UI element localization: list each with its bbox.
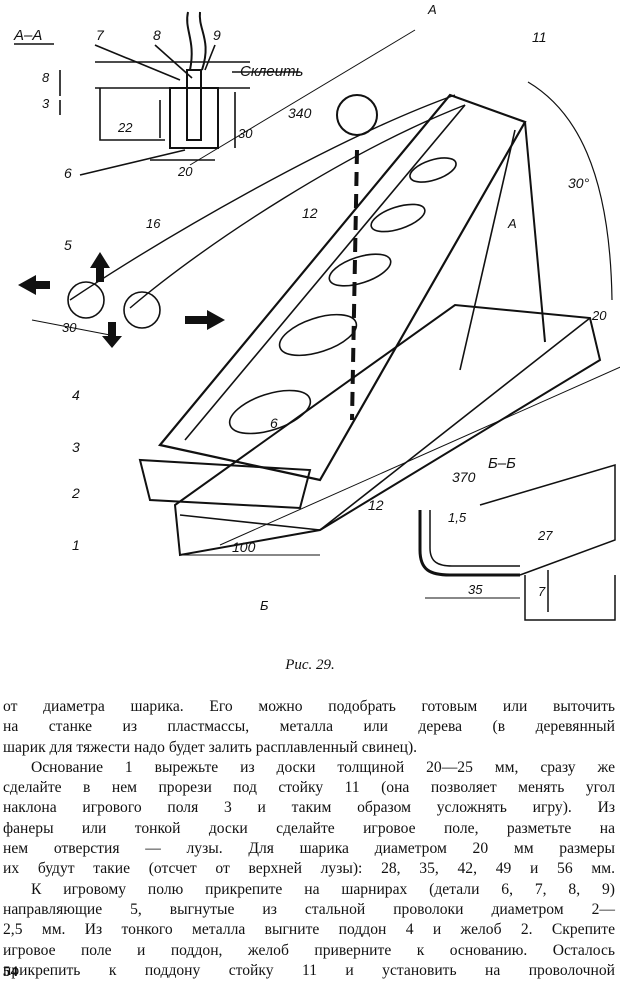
page-number: 54 bbox=[3, 964, 18, 980]
section-aa-inset bbox=[14, 11, 300, 176]
text-line: Основание 1 вырежьте из доски толщиной 2… bbox=[31, 758, 615, 776]
dim-370: 370 bbox=[452, 469, 476, 485]
text-line: нем отверстия — лузы. Для шарика диаметр… bbox=[3, 840, 615, 858]
figure-labels: А–А Б–Б А А Б Склеить 1 2 3 4 5 6 7 8 9 … bbox=[13, 2, 607, 613]
dim-3: 3 bbox=[42, 96, 50, 111]
dim-16: 16 bbox=[146, 216, 161, 231]
label-glue: Склеить bbox=[240, 63, 304, 80]
text-line: прикрепить к поддону стойку 11 и установ… bbox=[3, 961, 615, 979]
text-line: направляющие 5, выгнутые из стальной про… bbox=[3, 900, 615, 918]
label-section-aa: А–А bbox=[13, 27, 42, 44]
part-5: 5 bbox=[64, 237, 72, 253]
text-line: К игровому полю прикрепите на шарнирах (… bbox=[31, 880, 615, 898]
figure-caption: Рис. 29. bbox=[285, 657, 335, 673]
dim-30-degrees: 30° bbox=[568, 175, 590, 191]
dim-8: 8 bbox=[42, 70, 50, 85]
part-8: 8 bbox=[153, 27, 161, 43]
part-12-lower: 12 bbox=[368, 497, 384, 513]
dim-30: 30 bbox=[62, 320, 77, 335]
text-line: шарик для тяжести надо будет залить расп… bbox=[3, 738, 418, 756]
part-4: 4 bbox=[72, 387, 80, 403]
main-assembly bbox=[31, 29, 620, 557]
part-7: 7 bbox=[96, 27, 105, 43]
label-mark-b-bottom: Б bbox=[260, 598, 269, 613]
text-line: игровое поле и поддон, желоб приверните … bbox=[3, 941, 615, 959]
dim-27: 27 bbox=[537, 528, 553, 543]
text-line: 2,5 мм. Из тонкого металла выгните поддо… bbox=[3, 921, 615, 939]
part-12-upper: 12 bbox=[302, 205, 318, 221]
section-bb-inset bbox=[418, 463, 616, 621]
dim-30-inset: 30 bbox=[238, 126, 253, 141]
dim-7: 7 bbox=[538, 584, 546, 599]
text-line: фанеры или тонкой доски сделайте игровое… bbox=[3, 819, 615, 837]
part-9: 9 bbox=[213, 27, 221, 43]
body-text: от диаметра шарика. Его можно подобрать … bbox=[3, 697, 615, 981]
dim-35: 35 bbox=[468, 582, 483, 597]
part-1: 1 bbox=[72, 537, 80, 553]
motion-arrows bbox=[18, 252, 225, 348]
part-11: 11 bbox=[532, 29, 547, 45]
dim-100: 100 bbox=[232, 539, 256, 555]
text-line: от диаметра шарика. Его можно подобрать … bbox=[3, 698, 615, 715]
text-line: сделайте в нем прорези под стойку 11 (он… bbox=[3, 779, 615, 797]
part-6: 6 bbox=[64, 165, 72, 181]
label-section-bb: Б–Б bbox=[488, 455, 516, 472]
part-6-field: 6 bbox=[270, 415, 278, 431]
dim-340: 340 bbox=[288, 105, 312, 121]
dim-1-5: 1,5 bbox=[448, 510, 467, 525]
text-line: наклона игрового поля 3 и таким образом … bbox=[3, 799, 615, 817]
dim-20-inset: 20 bbox=[177, 164, 193, 179]
label-mark-a-top: А bbox=[427, 2, 437, 17]
part-3: 3 bbox=[72, 439, 80, 455]
dim-22: 22 bbox=[117, 120, 133, 135]
label-mark-a-right: А bbox=[507, 216, 517, 231]
part-2: 2 bbox=[71, 485, 80, 501]
text-line: на станке из пластмассы, металла или дер… bbox=[3, 718, 615, 736]
figure-29-drawing: А–А Б–Б А А Б Склеить 1 2 3 4 5 6 7 8 9 … bbox=[13, 2, 620, 621]
dim-20-right: 20 bbox=[591, 308, 607, 323]
text-line: их будут такие (отсчет от верхней лузы):… bbox=[3, 860, 615, 878]
